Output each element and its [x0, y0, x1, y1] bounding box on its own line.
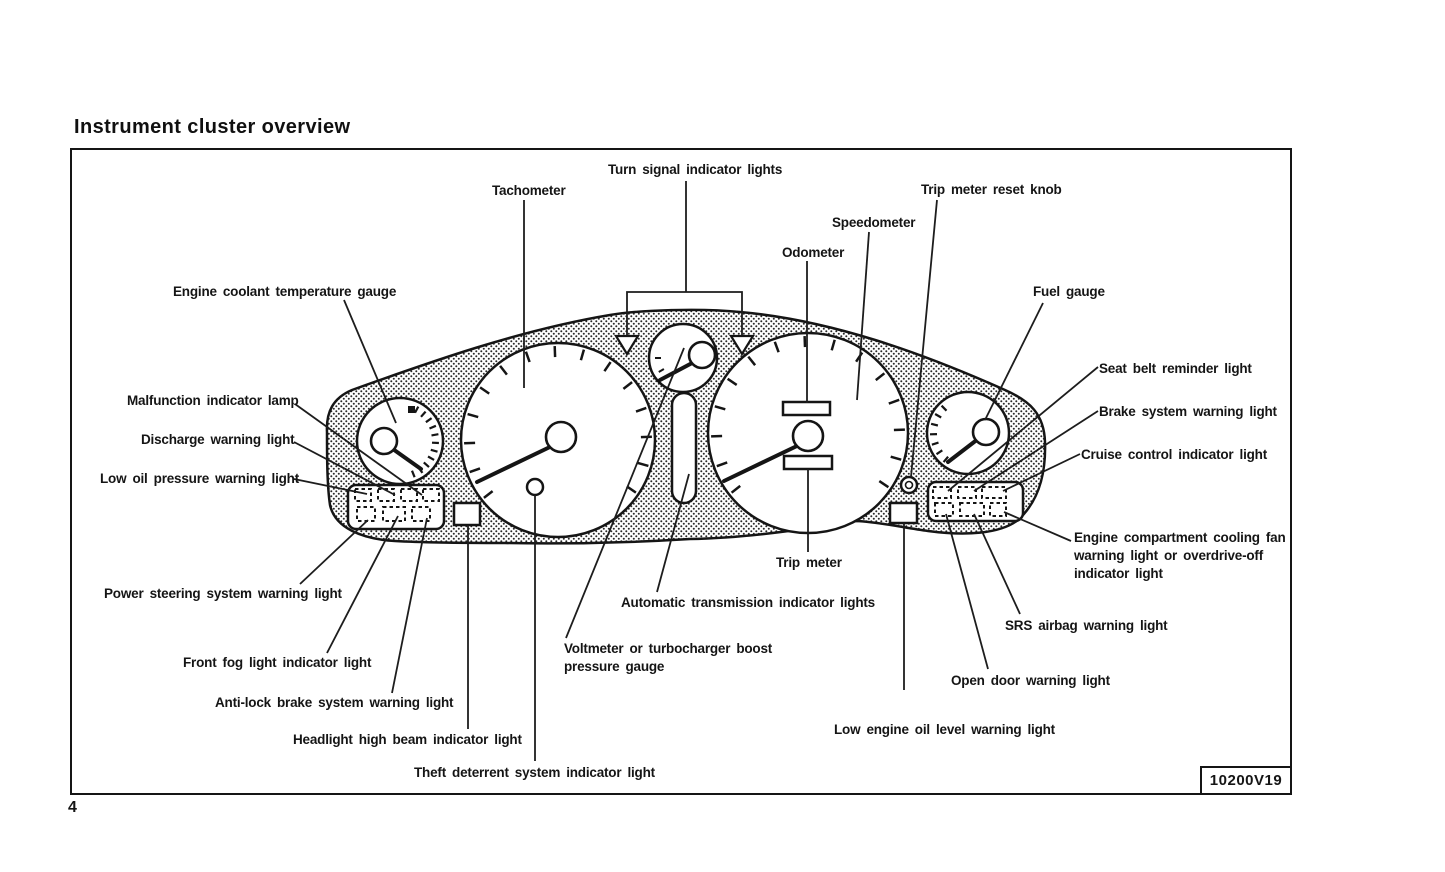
leader-auto-transmission: [656, 473, 690, 593]
tachometer-needle: [475, 444, 554, 484]
high-beam-indicator-box: [452, 501, 482, 527]
leader-srs-airbag: [973, 513, 1021, 615]
leader-engine-fan: [1003, 511, 1072, 542]
label-trip-meter: Trip meter: [776, 555, 842, 570]
label-seat-belt: Seat belt reminder light: [1099, 361, 1252, 376]
label-speedometer: Speedometer: [832, 215, 916, 230]
left-turn-arrow-icon: [614, 334, 640, 357]
label-front-fog: Front fog light indicator light: [183, 655, 372, 670]
voltmeter-ticks: [655, 357, 665, 373]
leader-voltmeter: [565, 347, 685, 639]
label-brake-system: Brake system warning light: [1099, 404, 1277, 419]
tachometer-needle-hub: [544, 420, 578, 454]
leader-discharge: [293, 441, 396, 496]
transmission-indicator-slot: [670, 391, 698, 505]
voltmeter-needle-hub: [687, 340, 717, 370]
figure-code: 10200V19: [1200, 766, 1290, 793]
leader-fuel-gauge: [984, 302, 1044, 421]
trip-reset-knob-center: [904, 480, 914, 490]
fuel-gauge-ticks: [929, 404, 949, 463]
leader-front-fog: [326, 515, 399, 654]
label-srs-airbag: SRS airbag warning light: [1005, 618, 1168, 633]
right-turn-arrow-icon: [729, 334, 755, 357]
page-title: Instrument cluster overview: [74, 116, 351, 138]
leader-brake-system: [973, 410, 1099, 492]
leader-engine-coolant: [343, 299, 397, 424]
label-theft-deterrent: Theft deterrent system indicator light: [414, 765, 655, 780]
label-open-door: Open door warning light: [951, 673, 1110, 688]
low-oil-level-indicator-box: [888, 501, 919, 525]
fuel-needle-hub: [971, 417, 1001, 447]
label-anti-lock: Anti-lock brake system warning light: [215, 695, 454, 710]
label-cruise-control: Cruise control indicator light: [1081, 447, 1268, 462]
label-voltmeter: Voltmeter or turbocharger boost pressure…: [564, 641, 773, 675]
tachometer-ticks: [464, 346, 652, 499]
leader-open-door: [945, 513, 989, 670]
right-warning-cells: [932, 486, 1007, 517]
coolant-needle-hub: [369, 426, 399, 456]
label-trip-meter-reset-knob: Trip meter reset knob: [921, 182, 1062, 197]
leader-malfunction: [294, 403, 423, 496]
leader-power-steering: [299, 519, 369, 585]
label-tachometer: Tachometer: [492, 183, 566, 198]
speedometer-needle: [722, 443, 801, 483]
label-discharge: Discharge warning light: [141, 432, 295, 447]
label-auto-transmission: Automatic transmission indicator lights: [621, 595, 875, 610]
label-low-oil-pressure: Low oil pressure warning light: [100, 471, 300, 486]
label-engine-coolant: Engine coolant temperature gauge: [173, 284, 397, 299]
trip-reset-knob: [899, 475, 919, 495]
label-low-engine-oil: Low engine oil level warning light: [834, 722, 1055, 737]
leader-cruise-control: [1002, 453, 1081, 492]
label-engine-fan: Engine compartment cooling fan warning l…: [1074, 530, 1286, 582]
fuel-needle: [946, 437, 980, 464]
theft-deterrent-light: [525, 477, 545, 497]
leader-trip-reset-knob: [910, 199, 938, 478]
label-malfunction: Malfunction indicator lamp: [127, 393, 299, 408]
leader-speedometer: [856, 231, 870, 401]
label-odometer: Odometer: [782, 245, 845, 260]
trip-meter-window: [782, 454, 834, 471]
turn-signal-bracket: [614, 181, 755, 357]
label-headlight-high-beam: Headlight high beam indicator light: [293, 732, 522, 747]
label-fuel-gauge: Fuel gauge: [1033, 284, 1105, 299]
figure-frame: 10200V19: [70, 148, 1292, 795]
odometer-window: [781, 400, 832, 417]
leader-low-oil-pressure: [293, 478, 368, 495]
page-number: 4: [68, 799, 77, 816]
coolant-gauge-ticks: [410, 406, 439, 478]
leader-seat-belt: [947, 366, 1099, 492]
voltmeter-needle: [658, 360, 696, 382]
label-power-steering: Power steering system warning light: [104, 586, 342, 601]
leader-anti-lock: [391, 517, 428, 694]
label-turn-signal: Turn signal indicator lights: [608, 162, 783, 177]
coolant-needle: [388, 445, 423, 471]
speedometer-needle-hub: [791, 419, 825, 453]
coolant-hot-mark: [408, 406, 415, 413]
speedometer-ticks: [711, 336, 905, 494]
